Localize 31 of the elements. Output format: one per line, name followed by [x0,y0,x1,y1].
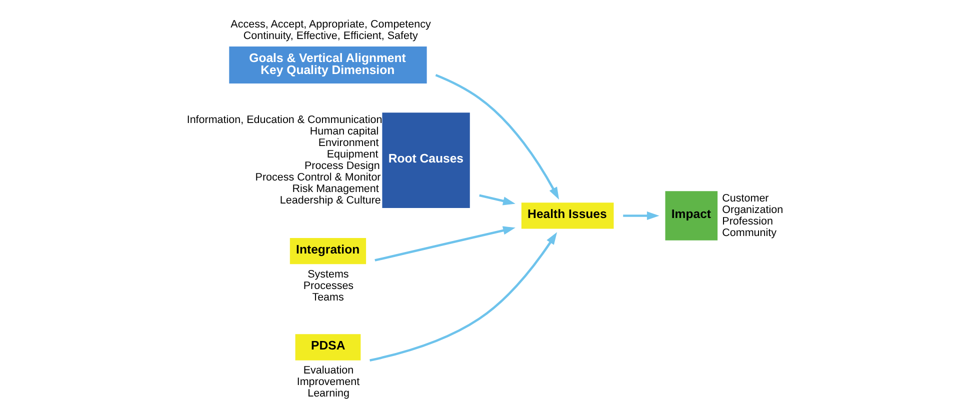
node-box: PDSA [295,334,361,360]
node-label: Equipment [326,148,378,160]
node-label: Continuity, Effective, Efficient, Safety [243,30,418,42]
node-label: Environment [318,136,379,149]
node-label: Customer [722,192,769,204]
node-label: Improvement [296,376,360,388]
node-label: Access, Accept, Appropriate, Competency [230,18,431,30]
arrow [370,232,558,362]
node-label: Information, Education & Communication [186,114,382,126]
node-label: Evaluation [303,364,354,377]
node-label: Process Design [304,160,380,172]
node-label: Learning [308,388,350,400]
node-label: Community [722,226,777,239]
node-label: Risk Management [292,183,379,196]
node-label: Process Control & Monitor [255,172,381,184]
node-label: Processes [303,280,354,292]
node-label: Profession [722,215,773,228]
node-label: Human capital [310,125,379,138]
node-label: Systems [308,268,349,280]
arrow [623,211,660,220]
arrow [435,74,560,200]
arrow [374,226,516,262]
node-box: Impact [665,191,718,240]
arrow [479,194,516,206]
node-box: Goals & Vertical Alignment Key Quality Dimension [229,46,427,84]
node-label: Leadership & Culture [280,194,381,207]
node-label: Teams [312,291,344,304]
node-label: Organization [722,204,784,216]
node-box: Root Causes [382,112,470,208]
node-box: Integration [290,238,366,264]
node-box: Health Issues [521,202,614,229]
